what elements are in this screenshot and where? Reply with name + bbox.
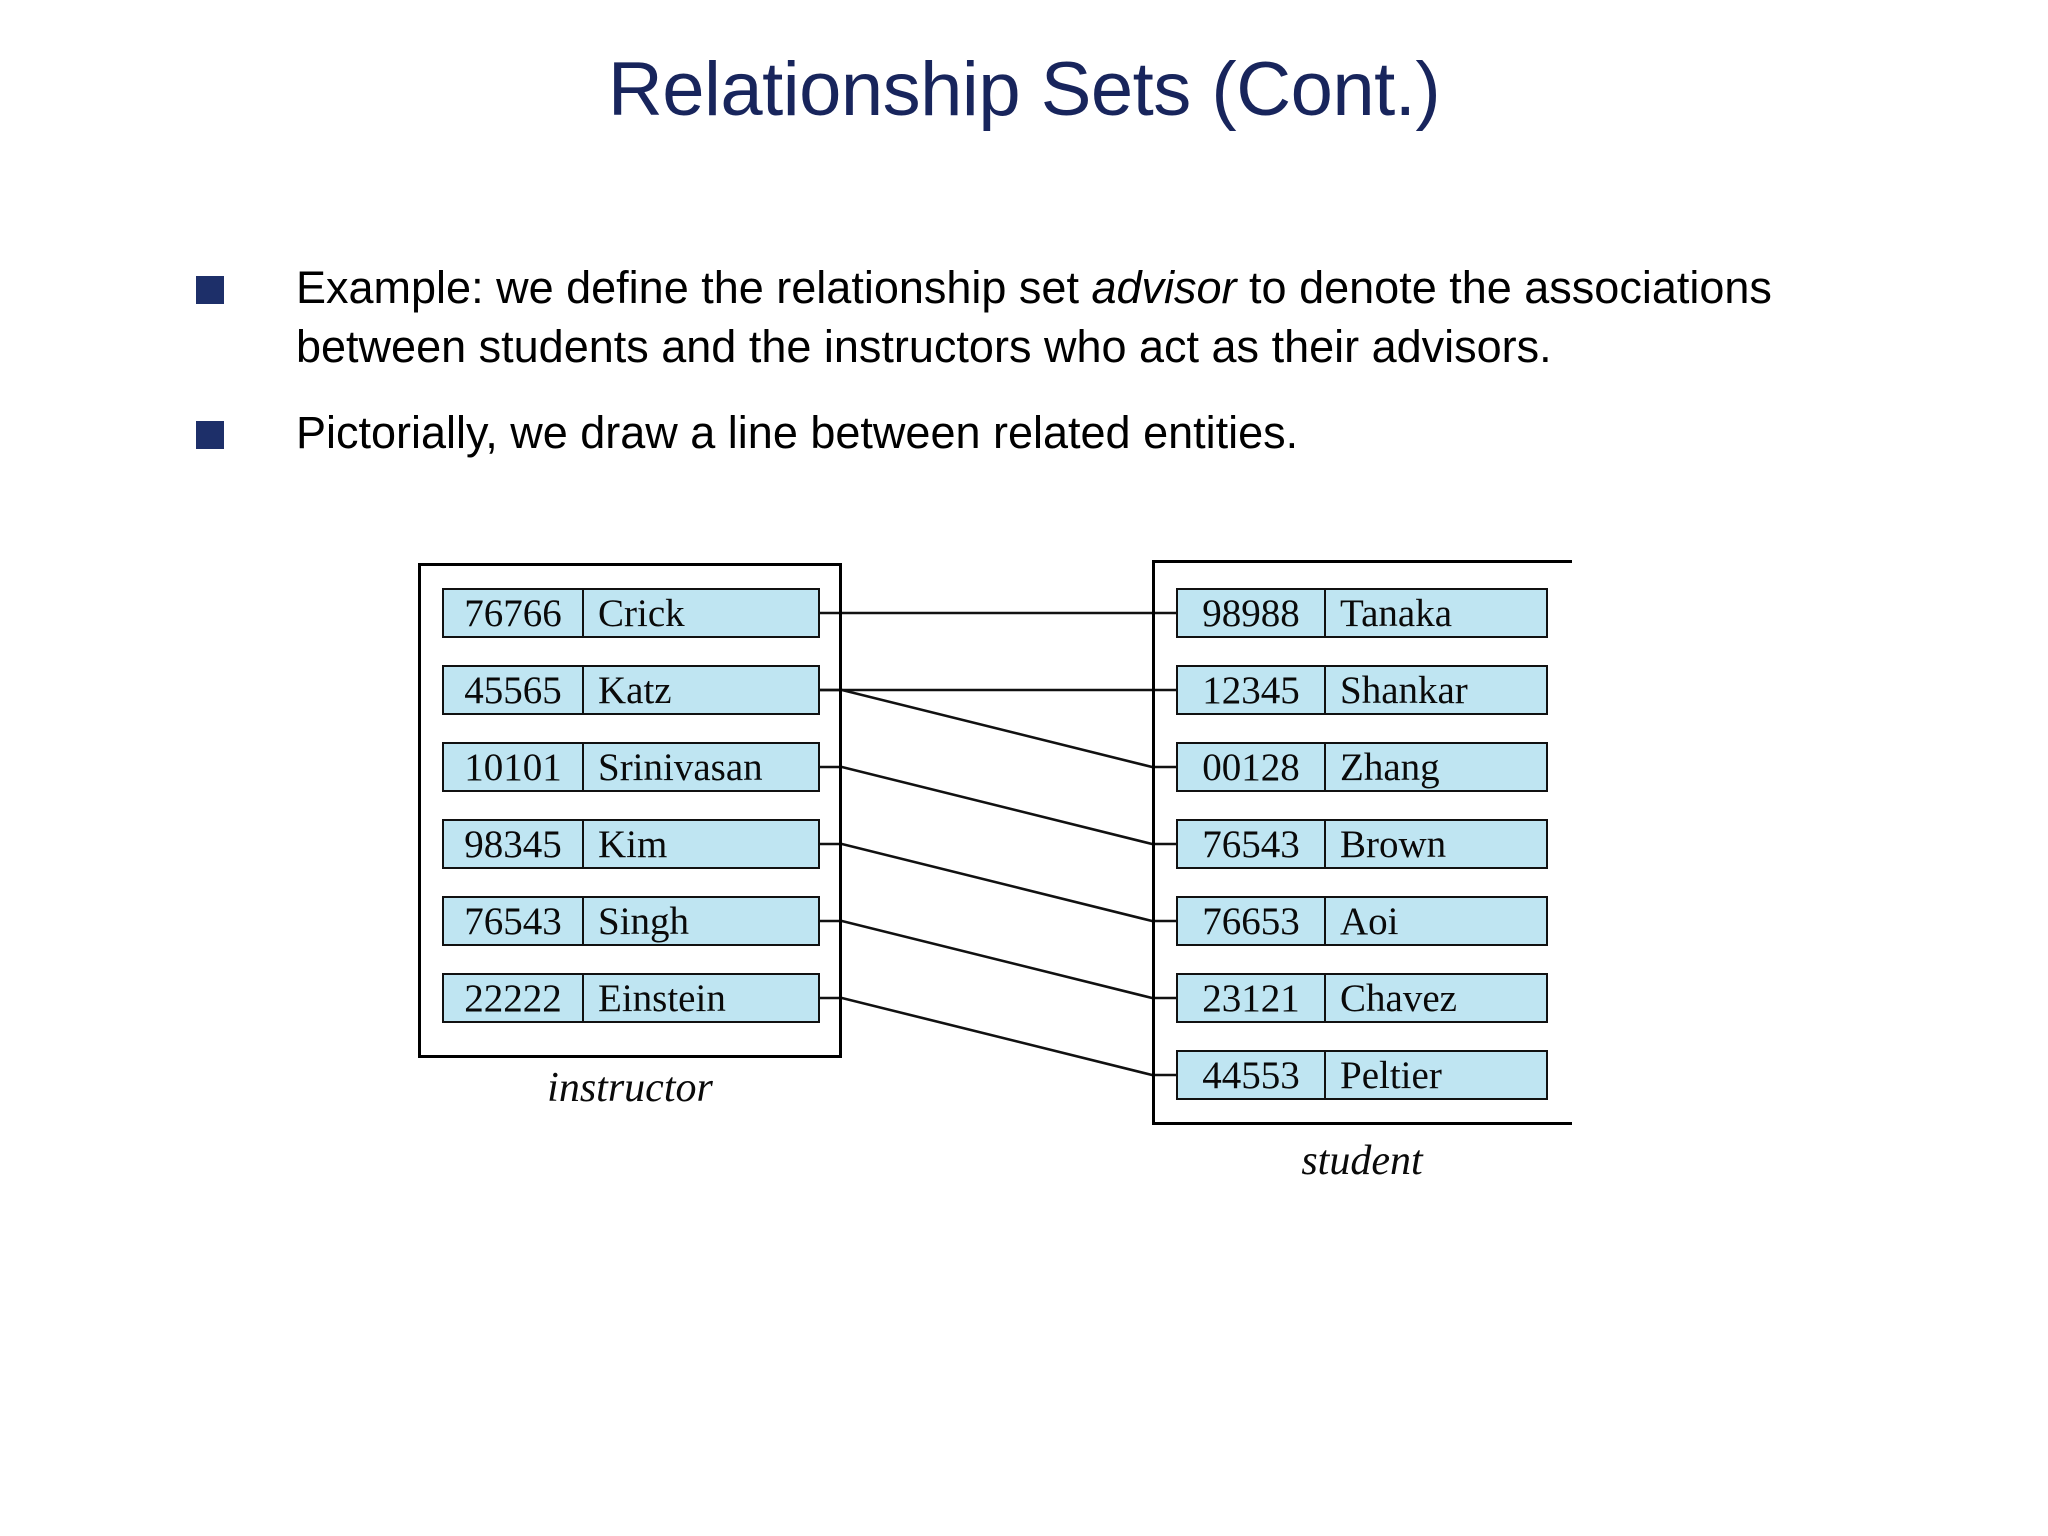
cell-name: Tanaka [1340,591,1453,635]
instructor-caption: instructor [547,1065,713,1111]
cell-name: Zhang [1340,745,1440,789]
bullet-text-2: Pictorially, we draw a line between rela… [296,403,1298,462]
cell-id: 22222 [444,975,584,1021]
relationship-line [820,765,1176,846]
table-row: 76543 Singh [442,896,820,946]
cell-id: 98345 [444,821,584,867]
table-row: 76543 Brown [1176,819,1548,869]
cell-name: Srinivasan [598,745,763,789]
bullet-segment-emphasis: advisor [1091,262,1237,313]
bullet-segment: Example: we define the relationship set [296,262,1092,313]
cell-name: Katz [598,668,672,712]
cell-name: Kim [598,822,668,866]
cell-name: Singh [598,899,690,943]
cell-id: 45565 [444,667,584,713]
table-row: 98345 Kim [442,819,820,869]
cell-id: 76543 [1178,821,1326,867]
cell-name: Chavez [1340,976,1457,1020]
cell-name: Aoi [1340,899,1399,943]
cell-name: Einstein [598,976,726,1020]
list-item: Example: we define the relationship set … [196,258,1856,377]
table-row: 22222 Einstein [442,973,820,1023]
relationship-line [820,842,1176,923]
list-item: Pictorially, we draw a line between rela… [196,403,1856,462]
table-row: 98988 Tanaka [1176,588,1548,638]
page-title: Relationship Sets (Cont.) [607,47,1441,132]
table-row: 23121 Chavez [1176,973,1548,1023]
table-row: 76766 Crick [442,588,820,638]
square-bullet-icon [196,276,224,304]
cell-id: 76543 [444,898,584,944]
cell-id: 44553 [1178,1052,1326,1098]
table-row: 44553 Peltier [1176,1050,1548,1100]
table-row: 10101 Srinivasan [442,742,820,792]
relationship-line [820,688,1176,769]
bullet-segment: Pictorially, we draw a line between rela… [296,406,1299,458]
cell-name: Shankar [1340,668,1468,712]
table-row: 00128 Zhang [1176,742,1548,792]
table-row: 45565 Katz [442,665,820,715]
cell-id: 76766 [444,590,584,636]
student-caption: student [1301,1138,1423,1184]
cell-id: 00128 [1178,744,1326,790]
student-entity-box [1152,560,1572,1125]
cell-name: Brown [1340,822,1447,866]
cell-id: 76653 [1178,898,1326,944]
table-row: 12345 Shankar [1176,665,1548,715]
relationship-line [820,996,1176,1077]
cell-id: 12345 [1178,667,1326,713]
cell-id: 10101 [444,744,584,790]
relationship-line [820,919,1176,1000]
cell-name: Crick [598,591,685,635]
cell-id: 98988 [1178,590,1326,636]
cell-name: Peltier [1340,1053,1442,1097]
square-bullet-icon [196,420,224,449]
bullet-list: Example: we define the relationship set … [196,258,1856,488]
cell-id: 23121 [1178,975,1326,1021]
bullet-segment: to denote the associations between stude… [296,262,1772,373]
bullet-text-1: Example: we define the relationship set … [296,258,1856,377]
instructor-entity-box [418,563,842,1058]
table-row: 76653 Aoi [1176,896,1548,946]
